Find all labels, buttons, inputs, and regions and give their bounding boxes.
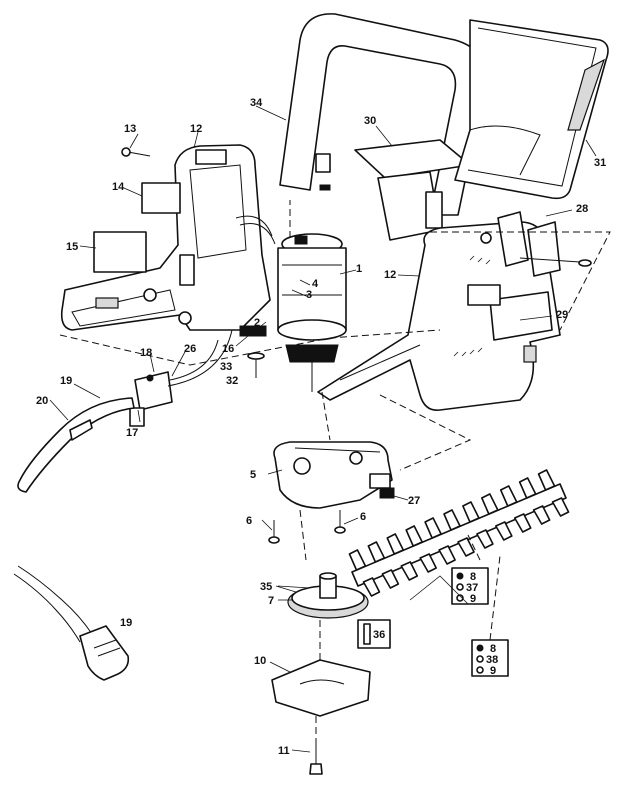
callout-2: 2 xyxy=(254,317,260,329)
power-cord xyxy=(17,397,135,493)
callout-34: 34 xyxy=(250,97,263,109)
switch-27 xyxy=(379,487,395,499)
blade-tooth-lower xyxy=(457,537,475,557)
callout-19-bottom: 19 xyxy=(120,617,132,629)
callout-leaders xyxy=(49,105,597,753)
callout-18: 18 xyxy=(140,347,152,359)
callout-5: 5 xyxy=(250,469,256,481)
callout-29: 29 xyxy=(556,309,568,321)
bottom-screw xyxy=(309,740,323,775)
callout-38: 38 xyxy=(486,654,498,666)
blade-tooth-upper xyxy=(367,541,386,563)
callout-8-b: 8 xyxy=(490,643,496,655)
hardware-kit-a xyxy=(451,567,489,605)
callout-1: 1 xyxy=(356,263,362,275)
blade-tooth-upper xyxy=(481,493,499,515)
callout-12-right: 12 xyxy=(384,269,396,281)
switch-block xyxy=(129,329,233,427)
callout-19-top: 19 xyxy=(60,375,72,387)
cover-plate xyxy=(271,659,371,717)
callout-3: 3 xyxy=(306,289,312,301)
gearcase-screw-right xyxy=(334,510,346,534)
blade-tooth-lower xyxy=(362,577,381,597)
rating-label-15 xyxy=(93,231,147,273)
callout-33: 33 xyxy=(220,361,232,373)
blade-tooth-upper xyxy=(462,501,480,523)
callout-37: 37 xyxy=(466,582,478,594)
blade-tooth-upper xyxy=(348,549,367,571)
callout-6-left: 6 xyxy=(246,515,252,527)
assembly-dash-lines xyxy=(59,200,611,740)
gear-pin xyxy=(357,619,391,649)
callout-13: 13 xyxy=(124,123,136,135)
callout-36: 36 xyxy=(373,629,385,641)
cord-plug-end xyxy=(13,565,130,681)
blade-tooth-upper xyxy=(424,517,442,539)
blade-tooth-lower xyxy=(381,569,400,589)
blade-tooth-lower xyxy=(400,561,419,581)
drive-gear xyxy=(287,572,369,619)
callout-28: 28 xyxy=(576,203,588,215)
brush-holder xyxy=(239,325,267,337)
bolt-nut xyxy=(247,352,265,378)
callout-27: 27 xyxy=(408,495,420,507)
rating-label-14 xyxy=(141,182,181,214)
rear-handle-fittings xyxy=(480,211,592,277)
callout-35: 35 xyxy=(260,581,272,593)
blade-tooth-lower xyxy=(495,521,513,541)
blade-tooth-upper xyxy=(405,525,423,547)
blade-tooth-lower xyxy=(551,497,570,517)
callout-17: 17 xyxy=(126,427,138,439)
hardware-kit-b xyxy=(471,639,509,677)
blade-tooth-upper xyxy=(518,477,537,499)
callout-11: 11 xyxy=(278,745,290,757)
blade-tooth-upper xyxy=(537,469,556,491)
callout-16: 16 xyxy=(222,343,234,355)
callout-14: 14 xyxy=(112,181,125,193)
housing-screw xyxy=(121,147,151,157)
blade-tooth-lower xyxy=(476,529,494,549)
right-housing-half xyxy=(317,221,561,412)
motor-assembly xyxy=(277,233,347,392)
callout-8-a: 8 xyxy=(470,571,476,583)
callout-15: 15 xyxy=(66,241,78,253)
callout-numbers: 1 2 3 4 5 6 6 7 35 36 10 11 12 12 13 14 … xyxy=(36,97,606,757)
cutting-blade xyxy=(348,469,570,597)
blade-tooth-lower xyxy=(419,553,437,573)
hand-guard-shield xyxy=(454,19,609,200)
callout-30: 30 xyxy=(364,115,376,127)
blade-tooth-lower xyxy=(513,513,532,533)
callout-9-b: 9 xyxy=(490,665,496,677)
blade-tooth-upper xyxy=(499,485,518,507)
gear-housing xyxy=(273,441,393,509)
callout-9-a: 9 xyxy=(470,593,476,605)
blade-tooth-upper xyxy=(386,533,405,555)
callout-26: 26 xyxy=(184,343,196,355)
callout-10: 10 xyxy=(254,655,266,667)
callout-6-right: 6 xyxy=(360,511,366,523)
callout-32: 32 xyxy=(226,375,238,387)
callout-12-left: 12 xyxy=(190,123,202,135)
gearcase-screw-left xyxy=(268,520,280,544)
blade-tooth-upper xyxy=(443,509,461,531)
callout-4: 4 xyxy=(312,278,319,290)
left-housing-half xyxy=(60,144,276,331)
front-handle-loop xyxy=(279,13,487,216)
handle-bracket xyxy=(354,139,471,241)
blade-tooth-lower xyxy=(438,545,456,565)
callout-7: 7 xyxy=(268,595,274,607)
callout-20: 20 xyxy=(36,395,48,407)
blade-tooth-lower xyxy=(532,505,551,525)
vent-slots xyxy=(453,255,491,357)
callout-31: 31 xyxy=(594,157,606,169)
